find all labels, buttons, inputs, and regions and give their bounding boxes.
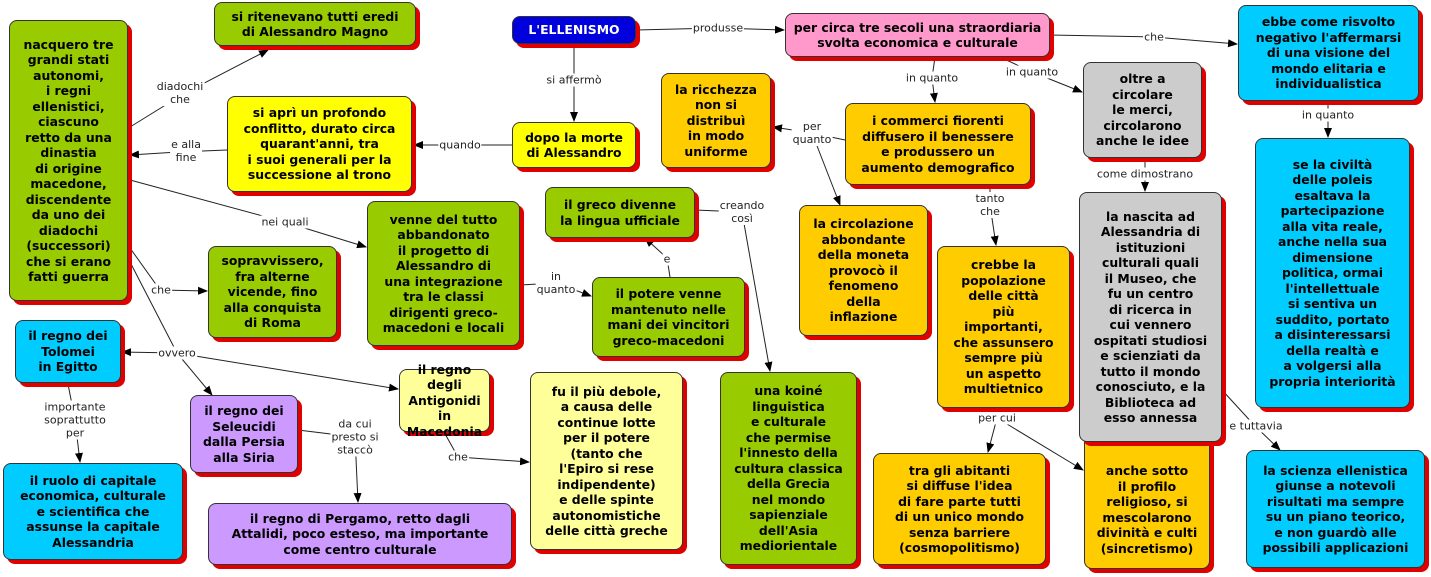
link-label-produsse: produsse	[691, 21, 745, 35]
node-circolazione-moneta[interactable]: la circolazione abbondante della moneta …	[799, 205, 928, 336]
node-eredi[interactable]: si ritenevano tutti eredi di Alessandro …	[214, 2, 416, 46]
link-label-quando: quando	[438, 138, 482, 152]
node-risvolto-negativo[interactable]: ebbe come risvolto negativo l'affermarsi…	[1238, 5, 1419, 101]
node-sopravvissero[interactable]: sopravvissero, fra alterne vicende, fino…	[208, 246, 337, 338]
node-pergamo[interactable]: il regno di Pergamo, retto dagli Attalid…	[208, 503, 512, 565]
node-potere[interactable]: il potere venne mantenuto nelle mani dei…	[592, 277, 745, 357]
node-cosmopolitismo[interactable]: tra gli abitanti si diffuse l'idea di fa…	[873, 453, 1046, 565]
node-conflitto[interactable]: si aprì un profondo conflitto, durato ci…	[227, 96, 412, 192]
link-label-e: e	[662, 252, 672, 266]
node-antigonidi[interactable]: il regno degli Antigonidi in Macedonia	[399, 362, 490, 439]
link-label-si-affermo: si affermò	[545, 73, 603, 87]
link-ovvero-src	[129, 261, 178, 354]
link-label-importante: importante soprattutto per	[43, 400, 107, 440]
link-label-in-quanto-oltre: in quanto	[1004, 65, 1060, 79]
node-oltre-merci[interactable]: oltre a circolare le merci, circolarono …	[1083, 62, 1202, 158]
link-label-ovvero: ovvero	[157, 346, 197, 360]
link-label-come-dimostrano: come dimostrano	[1095, 167, 1195, 181]
link-label-in-quanto: in quanto	[535, 270, 577, 296]
link-ovvero-antigonidi	[176, 352, 399, 392]
link-label-in-quanto-civilta: in quanto	[1300, 108, 1356, 122]
node-svolta-economica[interactable]: per circa tre secoli una straordiaria sv…	[785, 13, 1050, 57]
link-label-che-risvolto: che	[1143, 30, 1165, 44]
link-label-per-cui: per cui	[977, 411, 1017, 425]
link-label-e-tuttavia: e tuttavia	[1228, 419, 1284, 433]
node-ruolo-alessandria[interactable]: il ruolo di capitale economica, cultural…	[3, 463, 183, 560]
node-tolomei[interactable]: il regno dei Tolomei in Egitto	[15, 320, 121, 383]
node-nacquero[interactable]: nacquero tre grandi stati autonomi, i re…	[9, 20, 128, 301]
link-label-creando-cosi: creando così	[718, 199, 766, 225]
node-crebbe-popolazione[interactable]: crebbe la popolazione delle città più im…	[937, 246, 1070, 408]
node-greco[interactable]: il greco divenne la lingua ufficiale	[545, 187, 695, 238]
node-civilta-poleis[interactable]: se la civiltà delle poleis esaltava la p…	[1255, 138, 1410, 408]
link-label-da-cui: da cui presto si staccò	[330, 417, 380, 457]
node-commerci[interactable]: i commerci fiorenti diffusero il benesse…	[845, 103, 1031, 185]
link-label-che: che	[150, 283, 172, 297]
link-label-tanto-che: tanto che	[974, 192, 1006, 218]
node-piu-debole[interactable]: fu il più debole, a causa delle continue…	[530, 372, 683, 550]
node-ricchezza[interactable]: la ricchezza non si distribuì in modo un…	[661, 73, 771, 168]
link-label-per-quanto: per quanto	[791, 120, 833, 146]
link-label-nei-quali: nei quali	[260, 215, 310, 229]
node-ellenismo[interactable]: L'ELLENISMO	[512, 16, 636, 44]
link-label-diadochi-che: diadochi che	[155, 80, 205, 106]
link-label-in-quanto-commerci: in quanto	[904, 71, 960, 85]
link-ovvero-seleucidi	[176, 352, 213, 396]
link-label-e-alla-fine: e alla fine	[170, 138, 202, 164]
node-dopo-morte[interactable]: dopo la morte di Alessandro	[512, 122, 636, 168]
link-label-che-debole: che	[447, 450, 469, 464]
node-progetto-abbandonato[interactable]: venne del tutto abbandonato il progetto …	[367, 201, 520, 346]
node-koine[interactable]: una koiné linguistica e culturale che pe…	[720, 372, 857, 565]
node-nascita-museo[interactable]: la nascita ad Alessandria di istituzioni…	[1079, 192, 1222, 442]
link-per-cui-religioso	[996, 417, 1084, 471]
node-scienza-ellenistica[interactable]: la scienza ellenistica giunse a notevoli…	[1246, 450, 1425, 568]
node-seleucidi[interactable]: il regno dei Seleucidi dalla Persia alla…	[190, 395, 298, 473]
